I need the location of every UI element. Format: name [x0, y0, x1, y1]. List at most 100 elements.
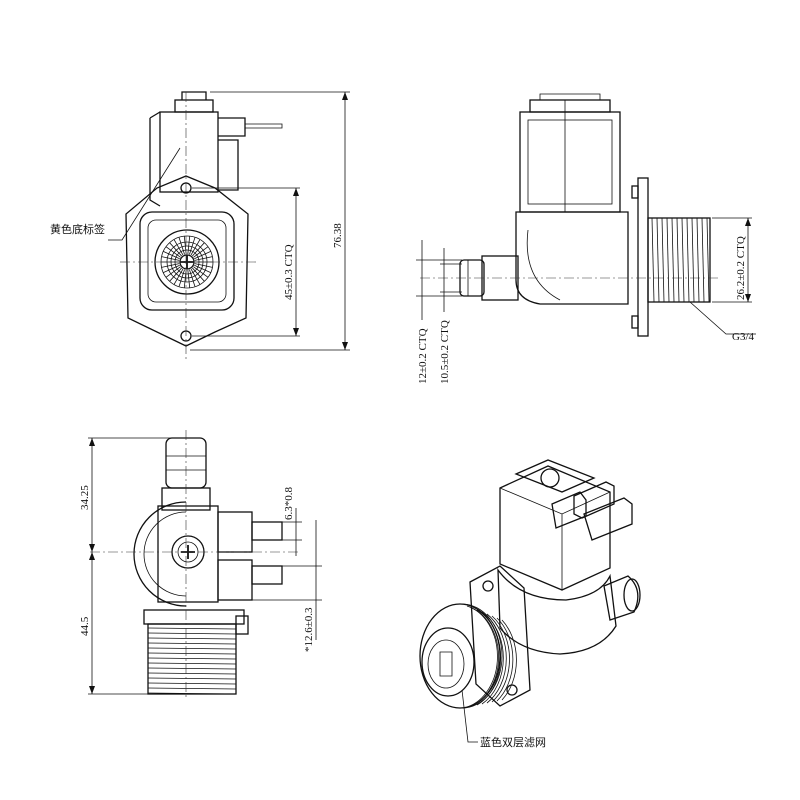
iso-filter-outer	[421, 627, 475, 697]
front-mesh-spoke	[190, 239, 201, 256]
side-coil	[519, 111, 621, 213]
side-thread-line	[681, 217, 685, 303]
dim-outlet-outer: 12±0.2 CTQ	[417, 328, 429, 384]
iso-thread-ring	[486, 613, 507, 704]
front-mesh-spoke	[161, 256, 180, 261]
iso-terminal-2	[583, 497, 633, 541]
top-thread-line	[147, 682, 237, 685]
top-terminal-pin-lower	[251, 565, 283, 585]
side-valve-body	[515, 211, 629, 305]
front-mesh-spoke	[163, 264, 180, 273]
front-mesh-spoke	[187, 236, 191, 255]
side-thread-line	[706, 217, 710, 303]
dim-bolt-spacing: 45±0.3 CTQ	[283, 244, 295, 300]
side-coil-inner	[527, 119, 613, 205]
front-mesh-spoke	[193, 266, 209, 278]
front-mesh-spoke	[193, 246, 209, 258]
side-thread-line	[676, 217, 680, 303]
iso-flange-hole-bottom	[506, 684, 518, 696]
top-terminal-upper	[217, 511, 253, 553]
top-terminal-pin-upper	[251, 521, 283, 541]
front-mesh-spoke	[194, 264, 211, 273]
front-terminal-pin	[245, 123, 283, 129]
front-mesh-spoke	[161, 263, 180, 268]
dim-outlet-inner: 10.5±0.2 CTQ	[439, 320, 451, 384]
iso-thread-ring	[471, 607, 500, 707]
thread-leader	[689, 301, 756, 335]
top-thread-lines	[147, 627, 237, 695]
top-thread-line	[147, 677, 237, 680]
front-coil-housing	[159, 111, 219, 193]
top-view: 34.25 44.5 6.3*0.8 *12.6±0.3	[79, 430, 322, 700]
side-coil-top	[539, 93, 601, 100]
side-view: 26.2±0.2 CTQ G3/4 12±0.2 CTQ 10.5±0.2 CT…	[416, 93, 756, 384]
iso-terminal-3	[551, 491, 587, 529]
side-thread-line	[691, 217, 695, 303]
dim-upper-length: 34.25	[79, 485, 91, 510]
iso-thread-rings	[461, 603, 517, 709]
iso-coil-screw	[540, 468, 560, 488]
front-mesh-spoke	[183, 236, 187, 255]
front-mesh-spoke	[189, 237, 196, 255]
front-mesh-spoke	[178, 269, 185, 287]
iso-filter-frame	[439, 651, 453, 677]
iso-flange	[469, 565, 531, 707]
front-mesh-spoke	[190, 268, 201, 285]
front-mesh-spoke	[194, 256, 213, 261]
front-mesh-spoke	[189, 269, 196, 287]
top-thread-line	[147, 632, 237, 635]
top-thread-line	[147, 662, 237, 665]
front-mesh-spoke	[173, 268, 184, 285]
front-terminal-side	[218, 139, 239, 191]
front-mesh-spoke	[192, 242, 205, 257]
side-thread-line	[656, 217, 660, 303]
iso-flange-hole-top	[482, 580, 494, 592]
front-label-leader	[108, 147, 181, 241]
dim-terminal-width: 6.3*0.8	[283, 487, 295, 521]
front-mesh-spoke	[163, 251, 180, 260]
front-mesh-spoke	[165, 266, 181, 278]
side-thread-lines	[651, 217, 710, 303]
front-inlet-inner	[147, 219, 227, 303]
side-thread-line	[651, 217, 655, 303]
top-thread-line	[147, 637, 237, 640]
iso-thread-ring	[481, 611, 504, 705]
iso-thread-ring	[461, 603, 503, 709]
front-coil-side	[149, 111, 161, 207]
iso-thread-ring	[501, 619, 517, 701]
side-thread-line	[701, 217, 705, 303]
side-thread-line	[671, 217, 675, 303]
dim-overall-height: 76.38	[332, 223, 344, 248]
front-terminal-block	[218, 117, 246, 137]
front-mesh-spoke	[165, 246, 181, 258]
top-thread-line	[147, 627, 237, 630]
side-flange-tab-top	[631, 185, 639, 199]
top-body-arc	[133, 501, 187, 607]
top-thread-line	[147, 642, 237, 645]
iso-thread-ring	[496, 617, 514, 702]
top-thread-line	[147, 667, 237, 670]
side-body-curve	[526, 229, 561, 301]
top-terminal-lower	[217, 559, 253, 601]
front-mesh-spoke	[169, 242, 182, 257]
front-mesh-spoke	[169, 267, 182, 282]
yellow-bottom-label: 黄色底标签	[50, 222, 105, 236]
front-view: 黄色底标签 45±0.3 CTQ 76.38	[50, 91, 350, 360]
isometric-view: 蓝色双层滤网	[419, 459, 641, 749]
iso-label-leader	[461, 689, 478, 743]
front-inlet-body	[139, 211, 235, 311]
top-body-arc-inner	[143, 511, 187, 597]
front-coil-top	[181, 91, 207, 100]
side-thread-line	[696, 217, 700, 303]
front-mesh-spoke	[187, 269, 191, 288]
top-thread-line	[147, 672, 237, 675]
top-thread-line	[147, 692, 237, 695]
front-mesh-spoke	[192, 267, 205, 282]
iso-filter-inner	[427, 639, 465, 689]
side-coil-cap	[529, 99, 611, 113]
dim-thread-diameter: 26.2±0.2 CTQ	[735, 236, 747, 300]
front-mesh-spoke	[173, 239, 184, 256]
top-thread-line	[147, 652, 237, 655]
